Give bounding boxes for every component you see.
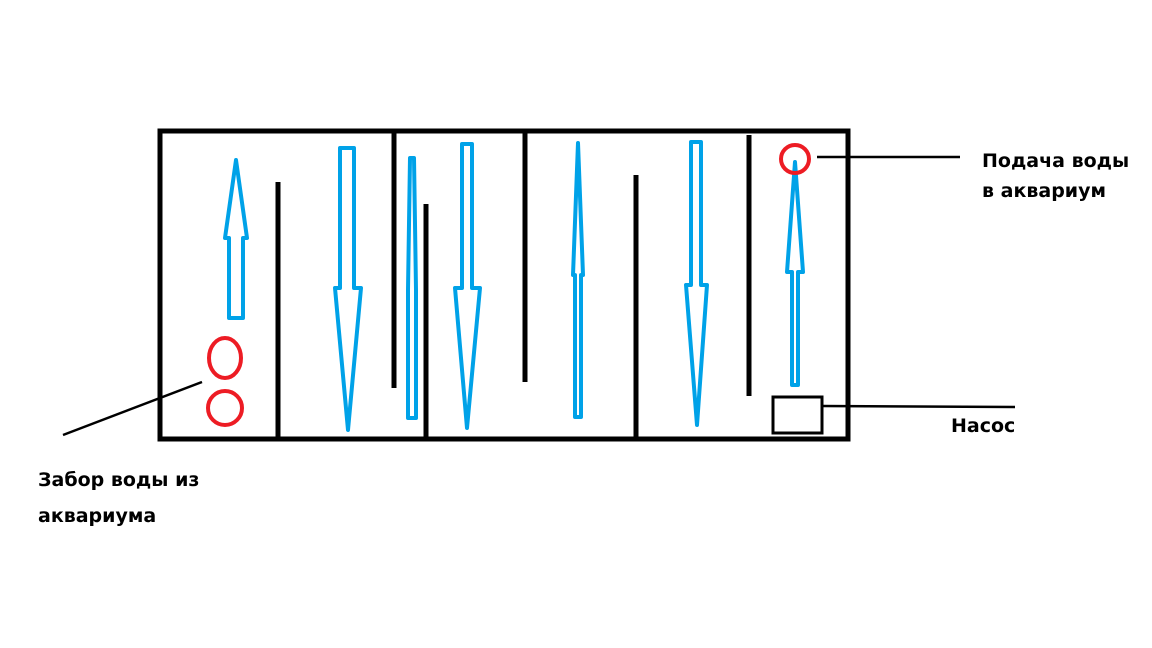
arrow-down-icon (333, 146, 363, 432)
intake-port-icon (207, 336, 243, 380)
outlet-port-icon (779, 143, 811, 175)
pump-leader (821, 404, 1016, 409)
ports (206, 143, 811, 427)
intake-leader (62, 380, 203, 437)
arrow-down-thin-icon (406, 156, 418, 420)
flow-arrows (223, 140, 805, 432)
outlet-label-line2: в аквариум (982, 180, 1107, 202)
intake-port-icon (206, 389, 244, 427)
outlet-label-line1: Подача воды (982, 150, 1130, 172)
intake-label-line1: Забор воды из (38, 469, 200, 491)
pump-label: Насос (951, 415, 1016, 437)
arrow-up-thin-icon (571, 141, 585, 419)
tank-outline (157, 128, 851, 442)
arrow-down-icon (453, 142, 482, 430)
intake-label: Забор воды из аквариума (38, 462, 199, 534)
arrow-up-icon (223, 158, 249, 320)
outlet-label: Подача воды в аквариум (982, 146, 1129, 206)
intake-label-line2: аквариума (38, 505, 157, 527)
arrow-up-icon (785, 160, 805, 387)
tank (157, 128, 851, 442)
arrow-down-icon (684, 140, 709, 427)
leader-lines (62, 155, 1016, 437)
pump-icon (771, 395, 824, 435)
